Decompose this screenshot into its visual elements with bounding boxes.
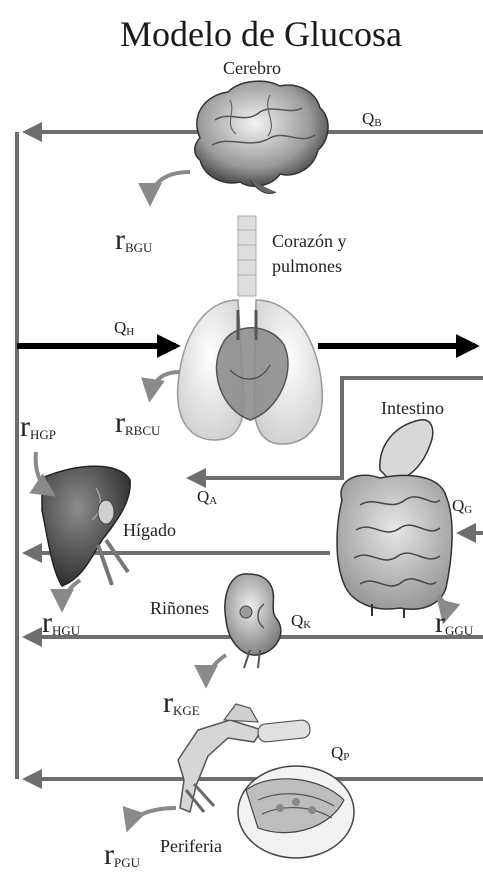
pgu-arrow <box>128 808 176 828</box>
flow-label-qp: QP <box>331 743 349 763</box>
flow-label-qb: QB <box>362 109 382 129</box>
flow-label-qa: QA <box>197 487 217 507</box>
liver-icon <box>42 466 130 586</box>
diagram-title: Modelo de Glucosa <box>120 14 402 54</box>
brain-label: Cerebro <box>223 58 281 78</box>
rate-label-rpgu: rPGU <box>104 838 141 871</box>
intestine-label: Intestino <box>381 398 444 418</box>
rate-label-rrbcu: rRBCU <box>115 406 161 439</box>
heart-lungs-label-line1: Corazón y <box>272 231 346 251</box>
brain-icon <box>195 81 328 193</box>
trachea-icon <box>238 216 256 296</box>
rate-label-rggu: rGGU <box>435 606 474 639</box>
intestine-icon <box>337 420 452 618</box>
rate-label-rkge: rKGE <box>163 686 200 719</box>
rate-label-rbgu: rBGU <box>115 223 153 256</box>
liver-label: Hígado <box>123 520 176 540</box>
periphery-label: Periferia <box>160 836 222 856</box>
heart-lungs-label-line2: pulmones <box>272 256 342 276</box>
heart-lungs-icon <box>178 300 323 444</box>
flow-label-qg: QG <box>452 496 472 516</box>
kidney-icon <box>225 574 281 668</box>
kidney-label: Riñones <box>150 598 209 618</box>
kge-arrow <box>206 655 226 684</box>
rate-label-rhgu: rHGU <box>42 606 81 639</box>
flow-label-qk: QK <box>291 611 311 631</box>
rbcu-arrow <box>150 372 180 398</box>
bgu-arrow <box>150 172 190 202</box>
flow-label-qh: QH <box>114 318 134 338</box>
rate-label-rhgp: rHGP <box>20 410 56 443</box>
